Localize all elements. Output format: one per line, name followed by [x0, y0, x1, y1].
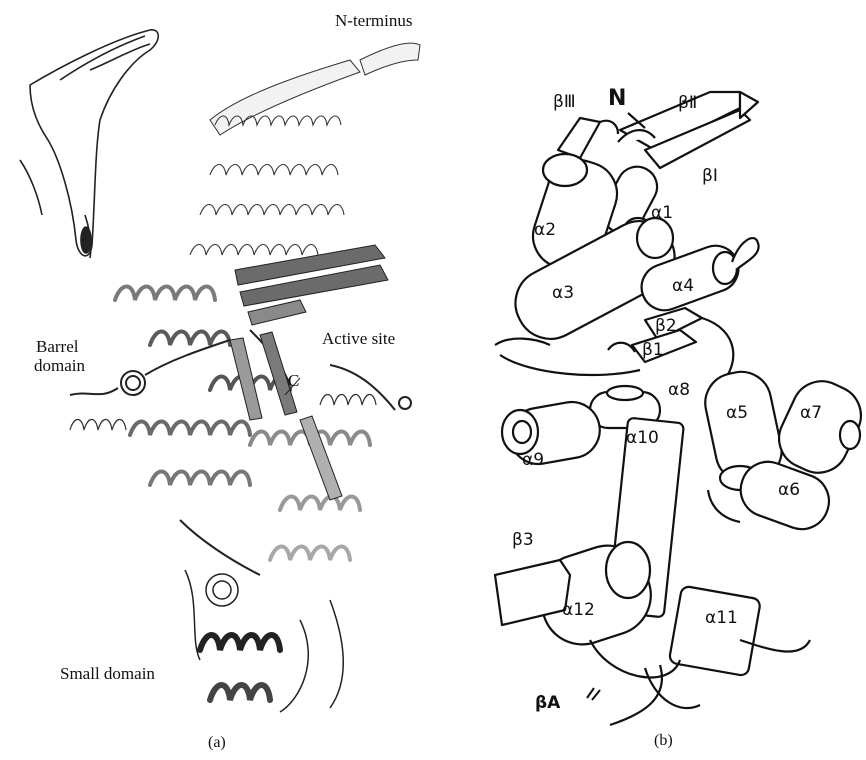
topology-drawing [440, 0, 866, 760]
caption-b: (b) [654, 732, 673, 750]
label-beta3: β3 [512, 532, 534, 549]
label-alpha1: α1 [651, 205, 673, 222]
label-alpha5: α5 [726, 405, 748, 422]
label-beta1: β1 [642, 342, 664, 359]
label-small-domain: Small domain [60, 665, 155, 682]
hand-sketch-icon [20, 30, 158, 258]
label-alpha12: α12 [562, 602, 595, 619]
label-alpha10: α10 [626, 430, 659, 447]
label-n: N [608, 88, 626, 110]
label-alpha7: α7 [800, 405, 822, 422]
label-alpha11: α11 [705, 610, 738, 627]
topology-cartoon-panel: βⅢ N βⅡ βⅠ α1 α2 α3 α4 β2 β1 α8 α5 α7 α9… [440, 0, 866, 760]
caption-a: (a) [208, 734, 226, 752]
label-beta-II: βⅡ [678, 95, 697, 112]
label-alpha2: α2 [534, 222, 556, 239]
label-beta-A: βA [535, 695, 560, 712]
label-n-terminus: N-terminus [335, 12, 412, 29]
beta-III-strand [558, 118, 600, 158]
label-beta-I: βⅠ [702, 168, 718, 185]
label-alpha6: α6 [778, 482, 800, 499]
label-alpha3: α3 [552, 285, 574, 302]
alpha11-cylinder [669, 586, 761, 677]
label-barrel-domain-line2: domain [34, 357, 85, 374]
ribbon-diagram-panel: N-terminus Barrel domain Active site C S… [0, 0, 440, 760]
ribbon-structure-drawing [0, 0, 440, 760]
label-beta2: β2 [655, 318, 677, 335]
label-alpha4: α4 [672, 278, 694, 295]
label-active-site: Active site [322, 330, 395, 347]
label-alpha8: α8 [668, 382, 690, 399]
label-beta-III: βⅢ [553, 94, 576, 111]
label-alpha9: α9 [522, 452, 544, 469]
label-c-terminus: C [288, 372, 299, 389]
label-barrel-domain-line1: Barrel [36, 338, 78, 355]
